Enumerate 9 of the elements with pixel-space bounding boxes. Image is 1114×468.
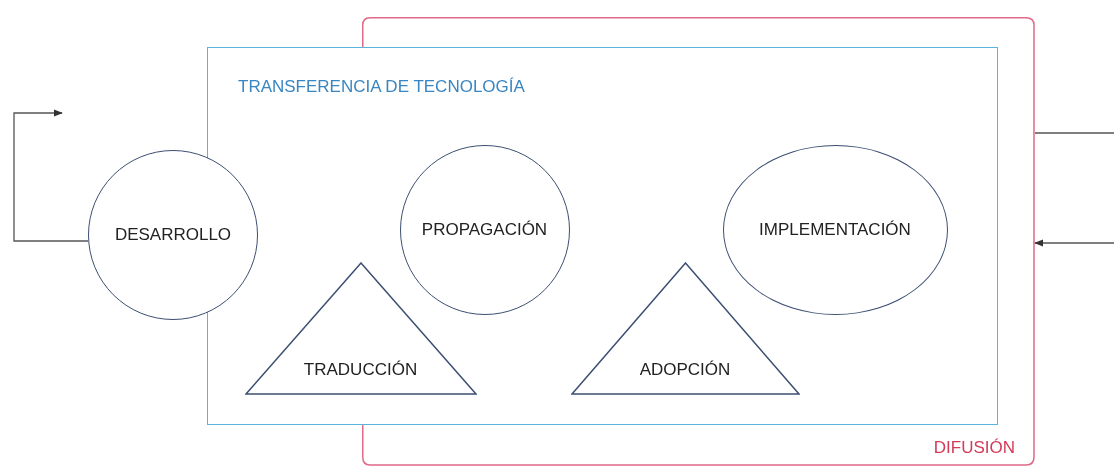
frame-title: TRANSFERENCIA DE TECNOLOGÍA: [238, 76, 525, 98]
arrow: [1034, 239, 1114, 247]
arrow: [13, 109, 89, 242]
node-label: IMPLEMENTACIÓN: [759, 218, 911, 241]
node-label: ADOPCIÓN: [639, 359, 731, 381]
frame-title: DIFUSIÓN: [933, 436, 1015, 459]
node-label: PROPAGACIÓN: [421, 218, 548, 241]
node-label: DESARROLLO: [114, 224, 232, 247]
node-label: TRADUCCIÓN: [303, 359, 418, 381]
